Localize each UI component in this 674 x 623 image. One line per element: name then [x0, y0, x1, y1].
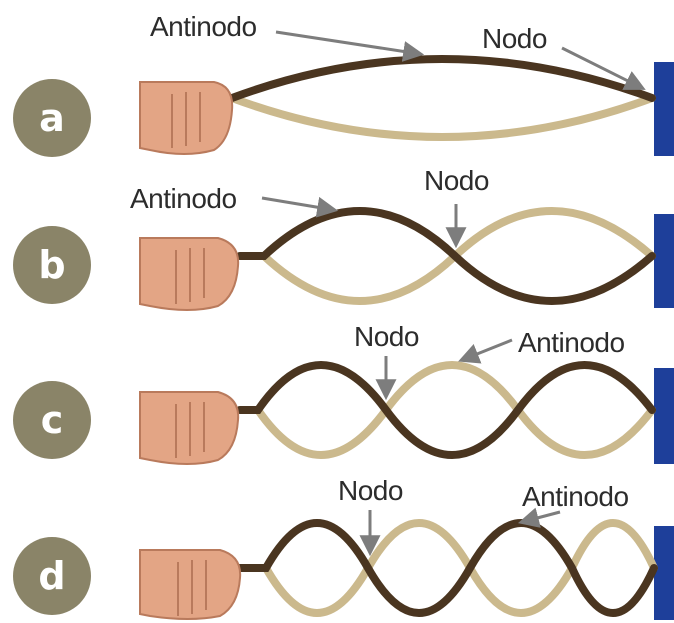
- node-callout: Nodo: [354, 321, 419, 352]
- rope-front: [240, 365, 652, 455]
- antinode-callout: Antinodo: [130, 183, 237, 214]
- panel-label: b: [38, 243, 65, 287]
- node-callout: Nodo: [338, 475, 403, 506]
- node-callout: Nodo: [482, 23, 547, 54]
- arrow-icon: [276, 32, 420, 54]
- arrow-icon: [522, 512, 560, 522]
- wall-icon: [654, 526, 674, 620]
- panel-c: c Nodo Antinodo: [13, 321, 674, 464]
- hand-icon: [140, 392, 238, 464]
- panel-a: a Antinodo Nodo: [13, 11, 674, 157]
- hand-icon: [140, 82, 232, 154]
- hand-icon: [140, 550, 240, 619]
- panel-label: c: [41, 398, 64, 442]
- wall-icon: [654, 368, 674, 464]
- arrow-icon: [462, 340, 512, 360]
- antinode-callout: Antinodo: [150, 11, 257, 42]
- antinode-callout: Antinodo: [518, 327, 625, 358]
- hand-icon: [140, 238, 238, 310]
- antinode-callout: Antinodo: [522, 481, 629, 512]
- panel-label: d: [38, 554, 65, 598]
- panel-b: b Antinodo Nodo: [13, 165, 674, 310]
- panel-d: d Nodo Antinodo: [13, 475, 674, 620]
- wall-icon: [654, 214, 674, 308]
- panel-label: a: [39, 96, 65, 140]
- rope-back: [232, 98, 652, 137]
- rope-back: [240, 365, 652, 455]
- node-callout: Nodo: [424, 165, 489, 196]
- arrow-icon: [262, 198, 334, 210]
- rope-front: [232, 59, 652, 98]
- wall-icon: [654, 62, 674, 156]
